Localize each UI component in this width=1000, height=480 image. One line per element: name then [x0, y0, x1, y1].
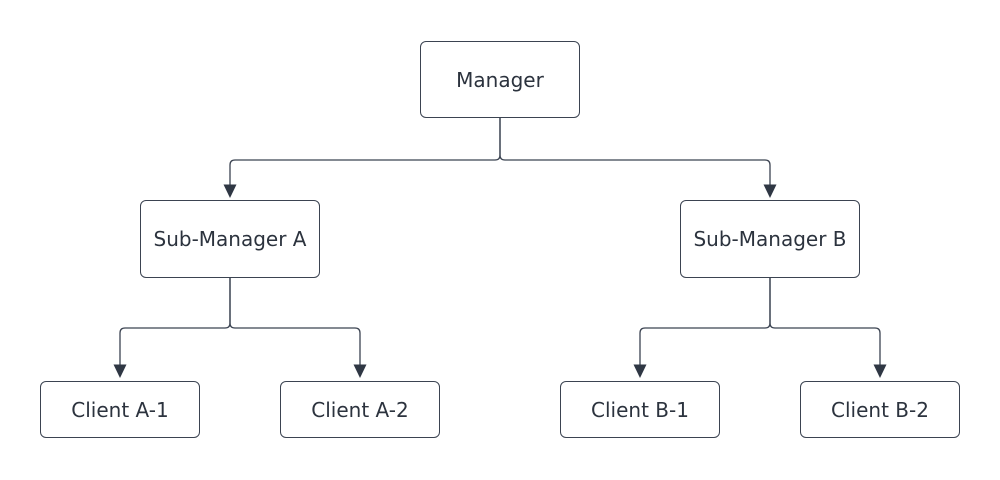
node-client-a2[interactable]: Client A-2 [280, 381, 440, 438]
node-client-a2-label: Client A-2 [311, 397, 409, 422]
connector-sub-a-to-client-a2 [229, 278, 361, 366]
arrowhead-client-a1 [113, 364, 127, 378]
connector-sub-b-to-client-b1 [639, 278, 771, 366]
node-client-b1[interactable]: Client B-1 [560, 381, 720, 438]
node-sub-manager-b-label: Sub-Manager B [693, 227, 847, 251]
arrowhead-client-b2 [873, 364, 887, 378]
node-manager-label: Manager [456, 67, 544, 92]
connector-manager-to-sub-b [499, 118, 771, 186]
arrowhead-sub-a [223, 184, 237, 198]
connector-manager-to-sub-a [229, 118, 501, 186]
arrowhead-client-b1 [633, 364, 647, 378]
connector-sub-a-to-client-a1 [119, 278, 231, 366]
node-client-b1-label: Client B-1 [591, 397, 689, 422]
connector-sub-b-to-client-b2 [769, 278, 881, 366]
node-sub-manager-a-label: Sub-Manager A [153, 227, 307, 251]
node-client-a1[interactable]: Client A-1 [40, 381, 200, 438]
node-client-b2[interactable]: Client B-2 [800, 381, 960, 438]
node-sub-manager-a[interactable]: Sub-Manager A [140, 200, 320, 278]
node-client-b2-label: Client B-2 [831, 397, 929, 422]
node-manager[interactable]: Manager [420, 41, 580, 118]
arrowhead-client-a2 [353, 364, 367, 378]
node-client-a1-label: Client A-1 [71, 397, 169, 422]
node-sub-manager-b[interactable]: Sub-Manager B [680, 200, 860, 278]
arrowhead-sub-b [763, 184, 777, 198]
